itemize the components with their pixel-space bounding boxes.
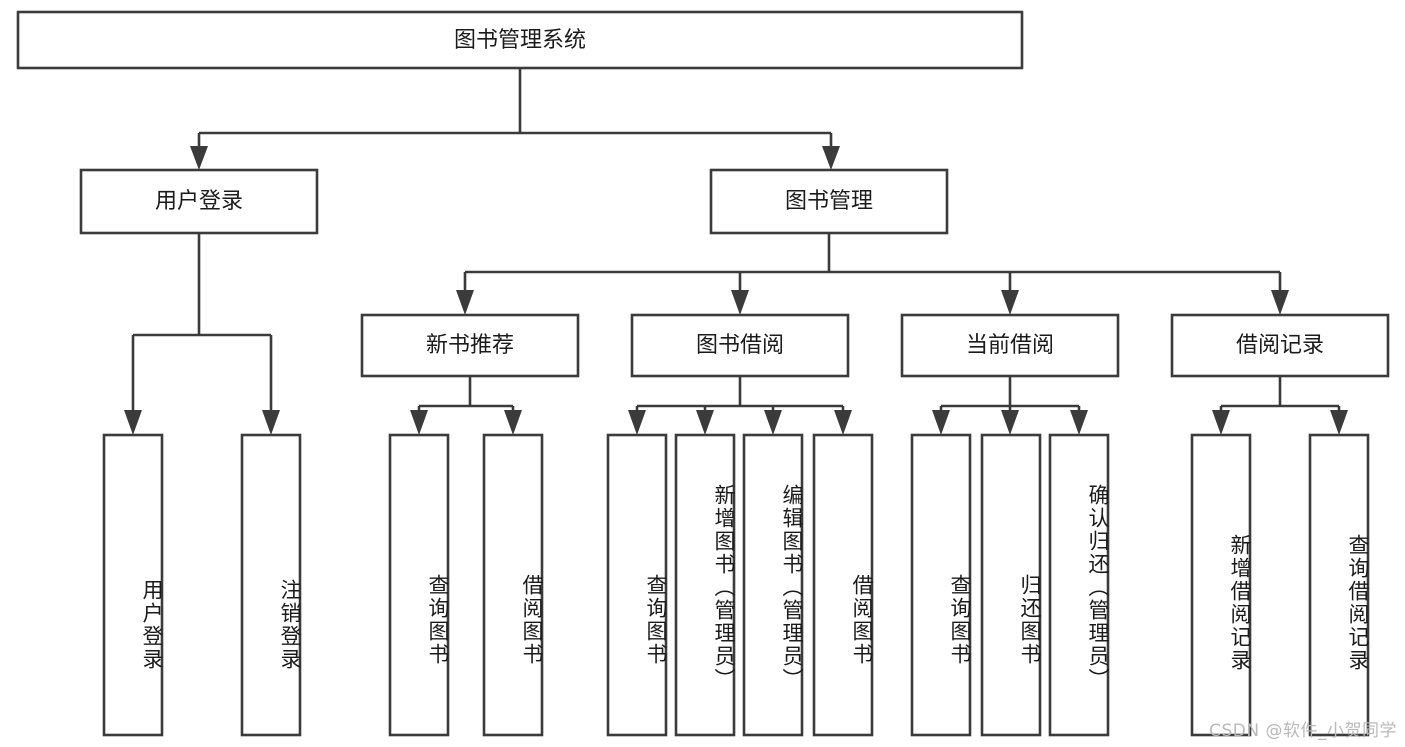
- arrow-head-leaf-return-book: [1001, 410, 1019, 435]
- arrow-head-leaf-query-book-3: [932, 410, 950, 435]
- node-borrow-records-box[interactable]: [1170, 313, 1390, 378]
- arrow-head-leaf-query-record: [1330, 410, 1348, 435]
- leaf-box-borrow-book-1[interactable]: [482, 433, 544, 737]
- arrow-head-leaf-query-book-2: [628, 410, 646, 435]
- connector-group-root: [190, 68, 840, 170]
- node-book-management[interactable]: 图书管理: [709, 168, 949, 235]
- node-root-label: 图书管理系统: [454, 28, 586, 53]
- node-book-management-label: 图书管理: [785, 189, 873, 214]
- leaf-box-user-login[interactable]: [102, 433, 164, 737]
- leaf-box-query-record[interactable]: [1308, 433, 1370, 737]
- node-book-borrow-label: 图书借阅: [696, 333, 784, 358]
- connector-group-book-mgmt: [456, 233, 1289, 315]
- arrow-head-leaf-logout: [262, 410, 280, 435]
- node-user-login-box[interactable]: [79, 168, 319, 235]
- leaf-box-logout[interactable]: [240, 433, 302, 737]
- node-current-borrow[interactable]: 当前借阅: [900, 313, 1120, 378]
- arrow-head-book-mgmt: [822, 146, 840, 170]
- node-new-book-recommend[interactable]: 新书推荐: [360, 313, 580, 378]
- node-book-management-box[interactable]: [709, 168, 949, 235]
- node-borrow-records[interactable]: 借阅记录: [1170, 313, 1390, 378]
- arrow-head-leaf-user-login: [124, 410, 142, 435]
- arrow-head-borrow-records: [1271, 290, 1289, 315]
- node-borrow-records-label: 借阅记录: [1236, 333, 1324, 358]
- leaf-box-borrow-book-2[interactable]: [812, 433, 874, 737]
- node-root[interactable]: 图书管理系统: [16, 10, 1024, 70]
- csdn-watermark: CSDN @软件_小贺同学: [1209, 721, 1397, 741]
- arrow-head-leaf-add-record: [1212, 410, 1230, 435]
- connector-group-current-borrow: [932, 376, 1088, 435]
- arrow-head-new-books: [456, 290, 474, 315]
- arrow-head-leaf-borrow-book-2: [834, 410, 852, 435]
- node-book-borrow-box[interactable]: [630, 313, 850, 378]
- leaf-box-add-book[interactable]: [674, 433, 736, 737]
- arrow-head-leaf-edit-book: [764, 410, 782, 435]
- leaf-box-confirm-return[interactable]: [1048, 433, 1110, 737]
- arrow-head-user-login: [190, 146, 208, 170]
- node-new-book-recommend-label: 新书推荐: [426, 333, 514, 358]
- node-current-borrow-box[interactable]: [900, 313, 1120, 378]
- node-book-borrow[interactable]: 图书借阅: [630, 313, 850, 378]
- leaf-box-query-book-1[interactable]: [388, 433, 450, 737]
- leaf-box-query-book-3[interactable]: [910, 433, 972, 737]
- node-root-box[interactable]: [16, 10, 1024, 70]
- leaf-box-edit-book[interactable]: [742, 433, 804, 737]
- arrow-head-current-borrow: [1001, 290, 1019, 315]
- leaf-box-add-record[interactable]: [1190, 433, 1252, 737]
- arrow-head-leaf-confirm-return: [1070, 410, 1088, 435]
- arrow-head-leaf-query-book-1: [410, 410, 428, 435]
- leaf-box-query-book-2[interactable]: [606, 433, 668, 737]
- arrow-head-borrow: [731, 290, 749, 315]
- leaf-box-return-book[interactable]: [980, 433, 1042, 737]
- arrow-head-leaf-borrow-book-1: [504, 410, 522, 435]
- connector-group-borrow: [628, 376, 852, 435]
- node-user-login[interactable]: 用户登录: [79, 168, 319, 235]
- arrow-head-leaf-add-book: [696, 410, 714, 435]
- node-new-book-recommend-box[interactable]: [360, 313, 580, 378]
- node-user-login-label: 用户登录: [155, 189, 243, 214]
- connector-group-borrow-records: [1212, 376, 1348, 435]
- connector-group-user-login: [124, 233, 280, 435]
- node-current-borrow-label: 当前借阅: [966, 333, 1054, 358]
- connector-group-new-books: [410, 376, 522, 435]
